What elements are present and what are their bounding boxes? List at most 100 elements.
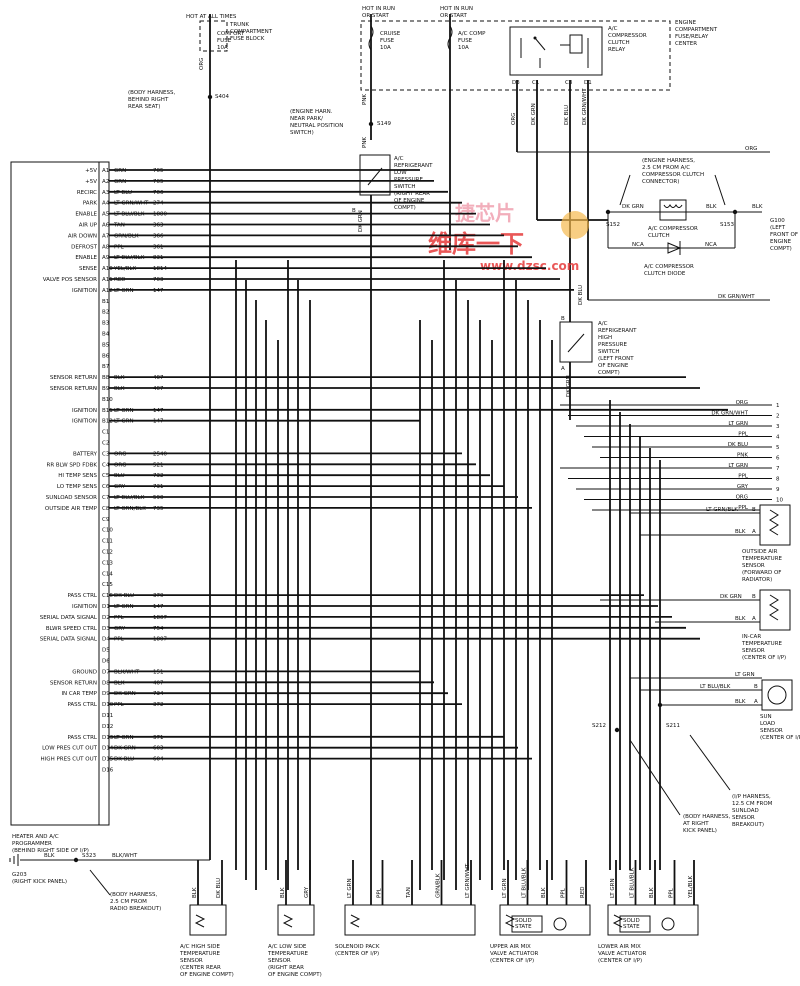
pin-circuit: 361	[153, 244, 164, 250]
pin-function: ENABLE	[75, 212, 97, 218]
component-wire-label: LT BLU/BLK	[522, 867, 528, 898]
pin-circuit: 371	[153, 735, 164, 741]
low-switch-wire: DK GRN	[358, 210, 364, 232]
pin-function: PASS CTRL	[67, 735, 97, 741]
pin-id: D14	[102, 746, 114, 752]
component-wire-label: BLK	[192, 887, 198, 898]
pin-function: BLWR SPEED CTRL	[46, 626, 98, 632]
nca-2: NCA	[705, 242, 717, 248]
pin-id: C1	[102, 430, 109, 436]
high-switch-wire-top: DK BLU	[578, 285, 584, 305]
pin-id: C4	[102, 462, 110, 468]
pin-id: A11	[102, 277, 113, 283]
pin-wire-color: LT BLU/BLK	[114, 495, 145, 501]
pin-circuit: 407	[153, 386, 164, 392]
component-symbol	[612, 914, 624, 928]
component-symbol	[282, 914, 294, 928]
component-wire-label: GRY	[304, 886, 310, 898]
pin-wire-color: LT BLU/BLK	[114, 255, 145, 261]
component-wire-label: BLK	[649, 887, 655, 898]
lower-actuator-body	[607, 904, 699, 936]
pin-id: D8	[102, 680, 110, 686]
component-wire-label: LT BLU/BLK	[630, 867, 636, 898]
pin-circuit: 732	[153, 473, 164, 479]
programmer-module	[10, 161, 110, 826]
pin-wire-color: BLK	[114, 375, 125, 381]
pin-id: C3	[102, 451, 110, 457]
ref-number: 9	[776, 487, 780, 493]
pin-id: D4	[102, 637, 110, 643]
ref-wire: PPL	[738, 505, 749, 511]
ac-clutch-relay	[509, 26, 603, 76]
component-wire-label: GRN/BLK	[436, 873, 442, 898]
splice-s212: S212	[592, 723, 606, 729]
pin-id: D9	[102, 691, 110, 697]
pin-circuit: 147	[153, 419, 164, 425]
pin-function: DEFROST	[71, 244, 98, 250]
ref-wire: ORG	[736, 495, 748, 501]
solenoid-pack-body	[344, 904, 476, 936]
pin-id: C6	[102, 484, 110, 490]
oat-pin-a: A	[752, 529, 756, 535]
pin-circuit: 831	[153, 255, 164, 261]
splice-s149: S149	[377, 121, 391, 127]
pin-wire-color: ORG	[114, 451, 126, 457]
pin-id: D6	[102, 659, 110, 665]
hot-at-all-times-label: HOT AT ALL TIMES	[186, 14, 237, 20]
pin-id: A9	[102, 255, 110, 261]
pin-id: C9	[102, 517, 110, 523]
pin-circuit: 1807	[153, 615, 167, 621]
component-wire-label: LT GRN	[347, 878, 353, 898]
component-wire-label: PPL	[669, 887, 675, 898]
pin-wire-color: GRN/BLK	[114, 233, 139, 239]
pin-function: LO TEMP SENS	[57, 484, 98, 490]
pin-id: B11	[102, 408, 113, 414]
pin-wire-color: LT GRN	[114, 419, 134, 425]
pin-id: C15	[102, 582, 113, 588]
motor-icon	[661, 917, 675, 931]
pin-function: RR BLW SPD FDBK	[47, 462, 98, 468]
pin-id: A12	[102, 288, 113, 294]
pin-circuit: 1814	[153, 266, 167, 272]
pin-id: D11	[102, 713, 113, 719]
wire-dkgrnwht-right: DK GRN/WHT	[718, 294, 755, 300]
sun-pin-a: A	[754, 699, 758, 705]
pin-id: C7	[102, 495, 110, 501]
pin-id: B2	[102, 310, 109, 316]
pin-circuit: 274	[153, 201, 164, 207]
component-symbol	[349, 914, 361, 928]
pin-circuit: 372	[153, 702, 164, 708]
component-wire-label: RED	[580, 886, 586, 898]
pin-id: D16	[102, 768, 114, 774]
component-wire-label: LT GRN	[610, 878, 616, 898]
pin-function: IGNITION	[72, 419, 97, 425]
pin-id: B8	[102, 375, 110, 381]
pin-id: B9	[102, 386, 110, 392]
pin-id: C16	[102, 593, 113, 599]
pin-id: D1	[102, 604, 110, 610]
pin-circuit: 147	[153, 408, 164, 414]
oat-wire-b: LT GRN/BLK	[706, 507, 738, 513]
upper-actuator-body	[499, 904, 591, 936]
g203-blkwht: BLK/WHT	[112, 853, 138, 859]
incar-wire-b: DK GRN	[720, 594, 742, 600]
pin-circuit: 706	[153, 190, 164, 196]
pin-wire-color: LT BLU	[114, 190, 132, 196]
